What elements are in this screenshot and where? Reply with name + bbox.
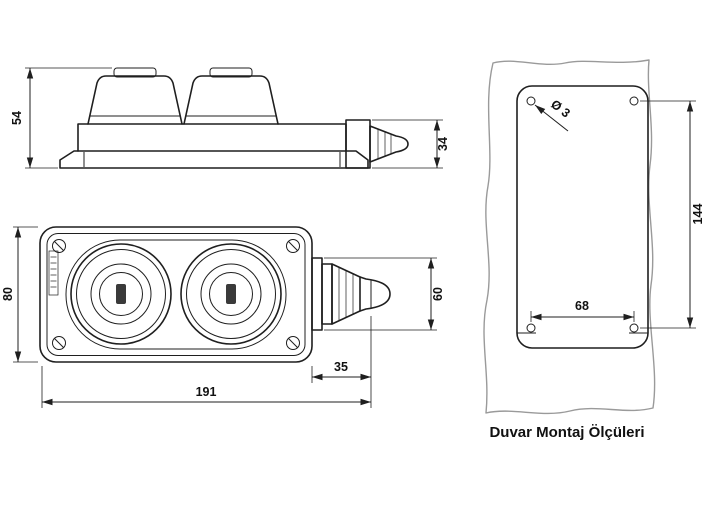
corner-screw xyxy=(286,239,300,253)
dim-side-height: 54 xyxy=(10,67,112,169)
side-view: 54 34 xyxy=(10,67,450,169)
top-view: 80 60 35 191 xyxy=(1,226,445,408)
socket-brand-mark xyxy=(116,284,126,304)
dim-side-gland-height: 34 xyxy=(372,119,450,169)
dim-top-width-text: 80 xyxy=(1,287,15,301)
dim-side-gland-height-text: 34 xyxy=(436,137,450,151)
socket-ring xyxy=(76,249,166,339)
wall-patch xyxy=(483,59,656,415)
dim-total-length: 191 xyxy=(41,366,371,408)
corner-screw xyxy=(52,239,66,253)
socket-brand-mark xyxy=(226,284,236,304)
socket-outer-ring xyxy=(70,243,172,345)
dim-hole-spacing-vertical-text: 144 xyxy=(691,204,705,225)
socket-outer-ring xyxy=(180,243,282,345)
gland-collar-1 xyxy=(311,257,323,331)
socket-ring xyxy=(186,249,276,339)
socket-boss-outline xyxy=(65,239,287,350)
side-gland-collar xyxy=(345,119,371,169)
leader-line xyxy=(534,104,569,132)
certification-label xyxy=(48,250,59,296)
dim-hole-spacing-vertical: 144 xyxy=(640,100,705,329)
label-frame xyxy=(48,250,59,296)
screw-circle xyxy=(52,239,66,253)
side-dome-right xyxy=(183,75,279,125)
dim-hole-spacing-horizontal: 68 xyxy=(530,299,635,322)
mount-hole-bottom-right xyxy=(629,323,639,333)
socket-right xyxy=(180,243,282,345)
wall-mount-view: Ø 3 144 68 Duvar Montaj Ölçüleri xyxy=(483,59,705,441)
screw-slot xyxy=(54,241,64,251)
socket-left xyxy=(70,243,172,345)
dim-top-gland-width-text: 60 xyxy=(431,287,445,301)
screw-circle xyxy=(286,239,300,253)
mount-plate-outline xyxy=(516,85,649,349)
side-body-outline xyxy=(77,123,347,152)
mount-hole-top-right xyxy=(629,96,639,106)
screw-slot xyxy=(54,338,64,348)
socket-cap xyxy=(209,272,253,316)
cable-gland-top xyxy=(311,257,391,331)
socket-cap xyxy=(99,272,143,316)
side-base-outline xyxy=(59,150,369,169)
dim-side-height-text: 54 xyxy=(10,111,24,125)
dim-hole-spacing-horizontal-text: 68 xyxy=(575,299,589,313)
caption: Duvar Montaj Ölçüleri xyxy=(489,424,644,441)
screw-circle xyxy=(52,336,66,350)
dim-top-width: 80 xyxy=(1,226,38,363)
corner-screw xyxy=(52,336,66,350)
screw-slot xyxy=(288,241,298,251)
gland-tip xyxy=(359,276,391,312)
mount-hole-bottom-left xyxy=(526,323,536,333)
socket-ring xyxy=(200,263,262,325)
dim-gland-length-text: 35 xyxy=(334,360,348,374)
side-dome-left-cap xyxy=(113,67,157,78)
side-dome-right-cap xyxy=(209,67,253,78)
side-gland-cone xyxy=(369,125,409,163)
gland-collar-2 xyxy=(321,263,333,325)
body-outer-outline xyxy=(39,226,313,363)
screw-slot xyxy=(288,338,298,348)
screw-circle xyxy=(286,336,300,350)
side-dome-left xyxy=(87,75,183,125)
corner-screw xyxy=(286,336,300,350)
dim-top-gland-width: 60 xyxy=(324,257,445,331)
body-inner-outline xyxy=(46,233,306,356)
mount-hole-top-left xyxy=(526,96,536,106)
dim-total-length-text: 191 xyxy=(196,385,217,399)
dim-gland-length: 35 xyxy=(311,316,372,408)
socket-ring xyxy=(90,263,152,325)
